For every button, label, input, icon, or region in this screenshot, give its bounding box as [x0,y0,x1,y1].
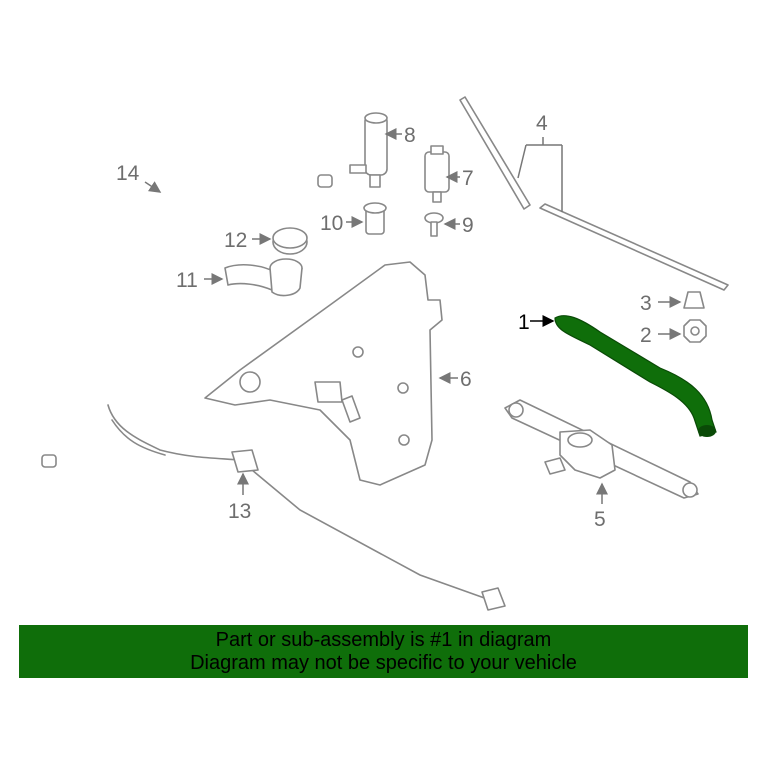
callout-10: 10 [320,212,343,235]
callout-3: 3 [640,292,652,315]
washer-pump-part-8 [349,112,388,188]
info-banner: Part or sub-assembly is #1 in diagram Di… [19,625,748,678]
wiper-linkage-motor-part-5 [504,399,699,499]
washer-pump-part-7 [424,145,450,203]
callout-12: 12 [224,229,247,252]
callout-8: 8 [404,124,416,147]
banner-line-1: Part or sub-assembly is #1 in diagram [215,629,552,651]
callout-11: 11 [176,269,198,292]
washer-hose-part-14 [41,120,333,468]
washer-reservoir-part-6 [204,261,443,486]
callout-2: 2 [640,324,652,347]
callout-14: 14 [116,162,140,185]
wiper-blades-part-4 [459,96,729,291]
callout-7: 7 [462,167,474,190]
cap-part-3 [683,291,705,309]
filler-neck-part-11 [224,258,303,297]
callout-6: 6 [460,368,472,391]
filler-cap-part-12 [272,227,308,255]
screw-part-9 [424,212,444,237]
grommet-part-10 [363,202,387,235]
callout-5: 5 [594,508,606,531]
callout-1: 1 [518,311,530,334]
callout-4: 4 [536,112,548,135]
nut-part-2 [683,319,707,343]
wiper-arm-part-1 [554,315,717,437]
banner-line-2: Diagram may not be specific to your vehi… [190,652,577,674]
callout-13: 13 [228,500,251,523]
wiring-harness-part-13 [107,404,506,611]
callout-9: 9 [462,214,474,237]
